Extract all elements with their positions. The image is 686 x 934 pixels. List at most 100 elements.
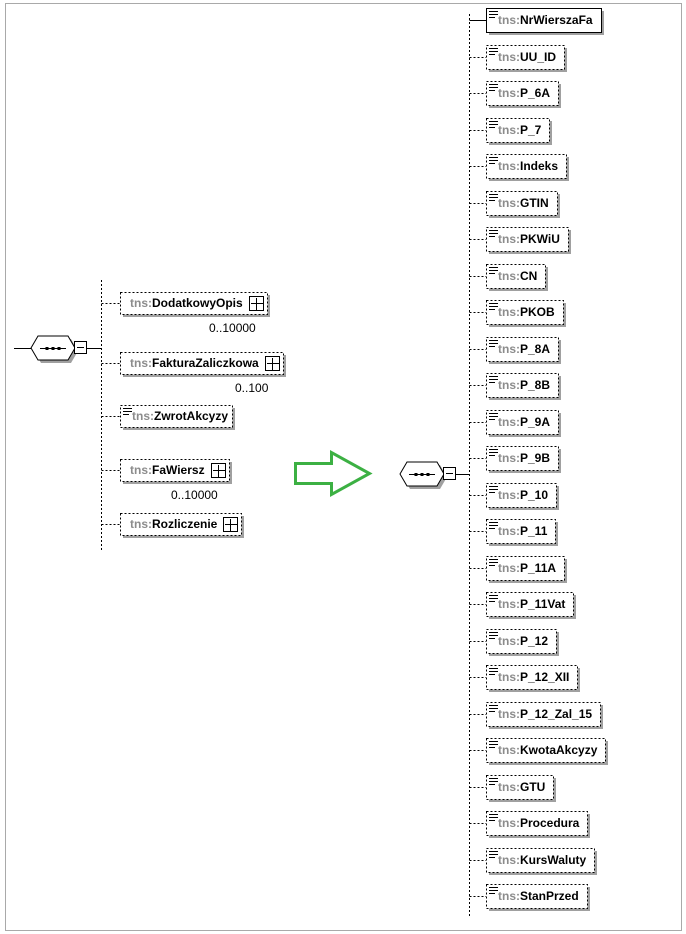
- element-box: [486, 373, 559, 398]
- element-indeks: [486, 154, 569, 181]
- sequence-compositor-left: [30, 335, 87, 363]
- element-name: PKWiU: [520, 232, 560, 246]
- element-label-p_8b[interactable]: tns:P_8B: [498, 377, 550, 393]
- namespace-prefix: tns:: [130, 296, 152, 310]
- element-label-p_8a[interactable]: tns:P_8A: [498, 341, 550, 357]
- element-box: [486, 154, 567, 179]
- simple-type-lines-icon: [489, 230, 498, 237]
- simple-type-lines-icon: [489, 267, 498, 274]
- element-label-p_12_xii[interactable]: tns:P_12_XII: [498, 669, 569, 685]
- element-label-cn[interactable]: tns:CN: [498, 268, 537, 284]
- element-box: [486, 264, 546, 289]
- element-kurswaluty: [486, 848, 597, 875]
- element-name: P_7: [520, 123, 542, 137]
- element-label-dodatkowyopis[interactable]: tns:DodatkowyOpis: [130, 295, 243, 311]
- element-label-p_12[interactable]: tns:P_12: [498, 633, 548, 649]
- element-label-p_6a[interactable]: tns:P_6A: [498, 85, 550, 101]
- element-label-pkwiu[interactable]: tns:PKWiU: [498, 231, 560, 247]
- element-label-indeks[interactable]: tns:Indeks: [498, 158, 558, 174]
- namespace-prefix: tns:: [498, 634, 520, 648]
- namespace-prefix: tns:: [498, 13, 520, 27]
- element-name: P_11A: [520, 561, 557, 575]
- element-kwotaakcyzy: [486, 738, 608, 765]
- simple-type-lines-icon: [489, 851, 498, 858]
- element-uu_id: [486, 45, 567, 72]
- element-name: DodatkowyOpis: [152, 296, 243, 310]
- element-name: P_9B: [520, 451, 551, 465]
- element-box: [486, 556, 565, 581]
- element-box: [486, 629, 557, 654]
- element-box: [486, 848, 595, 873]
- element-name: FakturaZaliczkowa: [152, 356, 259, 370]
- element-pkwiu: [486, 227, 571, 254]
- simple-type-lines-icon: [489, 632, 498, 639]
- right-arrow-icon: [294, 449, 373, 498]
- element-name: P_12_Zal_15: [520, 707, 593, 721]
- namespace-prefix: tns:: [498, 415, 520, 429]
- element-gtu: [486, 775, 556, 802]
- namespace-prefix: tns:: [498, 305, 520, 319]
- simple-type-lines-icon: [489, 194, 498, 201]
- element-box: [486, 702, 601, 727]
- occurrence-label: 0..10000: [209, 321, 256, 335]
- element-label-p_7[interactable]: tns:P_7: [498, 122, 541, 138]
- element-gtin: [486, 191, 560, 218]
- simple-type-lines-icon: [489, 595, 498, 602]
- element-label-kwotaakcyzy[interactable]: tns:KwotaAkcyzy: [498, 742, 597, 758]
- element-stanprzed: [486, 884, 590, 911]
- element-p_12_xii: [486, 665, 580, 692]
- simple-type-lines-icon: [489, 486, 498, 493]
- element-label-pkob[interactable]: tns:PKOB: [498, 304, 555, 320]
- element-name: P_12: [520, 634, 549, 648]
- element-label-p_12_zal_15[interactable]: tns:P_12_Zal_15: [498, 706, 592, 722]
- element-label-p_9b[interactable]: tns:P_9B: [498, 450, 550, 466]
- element-label-p_11a[interactable]: tns:P_11A: [498, 560, 556, 576]
- element-p_9b: [486, 446, 561, 473]
- simple-type-lines-icon: [489, 121, 498, 128]
- element-label-rozliczenie[interactable]: tns:Rozliczenie: [130, 516, 217, 532]
- element-label-gtu[interactable]: tns:GTU: [498, 779, 545, 795]
- element-name: Rozliczenie: [152, 517, 218, 531]
- element-name: P_8B: [520, 378, 551, 392]
- element-label-gtin[interactable]: tns:GTIN: [498, 195, 549, 211]
- namespace-prefix: tns:: [498, 451, 520, 465]
- element-label-p_11[interactable]: tns:P_11: [498, 523, 547, 539]
- simple-type-lines-icon: [489, 814, 498, 821]
- element-box: [486, 446, 559, 471]
- element-name: KursWaluty: [520, 853, 587, 867]
- element-label-p_10[interactable]: tns:P_10: [498, 487, 548, 503]
- element-name: Procedura: [520, 816, 580, 830]
- element-label-p_11vat[interactable]: tns:P_11Vat: [498, 596, 565, 612]
- element-label-p_9a[interactable]: tns:P_9A: [498, 414, 550, 430]
- element-p_12: [486, 629, 559, 656]
- namespace-prefix: tns:: [498, 123, 520, 137]
- element-p_9a: [486, 410, 561, 437]
- element-label-stanprzed[interactable]: tns:StanPrzed: [498, 888, 579, 904]
- element-label-nrwierszafa[interactable]: tns:NrWierszaFa: [498, 12, 593, 28]
- simple-type-lines-icon: [489, 157, 498, 164]
- element-box: [486, 8, 602, 33]
- plus-box-icon: [265, 356, 280, 371]
- element-box: [486, 45, 565, 70]
- element-label-kurswaluty[interactable]: tns:KursWaluty: [498, 852, 586, 868]
- element-label-zwrotakcyzy[interactable]: tns:ZwrotAkcyzy: [132, 408, 228, 424]
- element-label-uu_id[interactable]: tns:UU_ID: [498, 49, 556, 65]
- namespace-prefix: tns:: [498, 196, 520, 210]
- element-nrwierszafa: [486, 8, 604, 35]
- element-box: [486, 884, 588, 909]
- simple-type-lines-icon: [489, 559, 498, 566]
- namespace-prefix: tns:: [498, 50, 520, 64]
- element-box: [486, 592, 574, 617]
- element-label-procedura[interactable]: tns:Procedura: [498, 815, 579, 831]
- element-name: P_10: [520, 488, 549, 502]
- element-box: [486, 81, 559, 106]
- element-name: P_11Vat: [520, 597, 566, 611]
- namespace-prefix: tns:: [498, 524, 520, 538]
- element-p_10: [486, 483, 559, 510]
- element-box: [486, 227, 569, 252]
- element-box: [120, 513, 242, 536]
- element-label-fawiersz[interactable]: tns:FaWiersz: [130, 462, 205, 478]
- namespace-prefix: tns:: [498, 378, 520, 392]
- element-label-fakturazaliczkowa[interactable]: tns:FakturaZaliczkowa: [130, 355, 259, 371]
